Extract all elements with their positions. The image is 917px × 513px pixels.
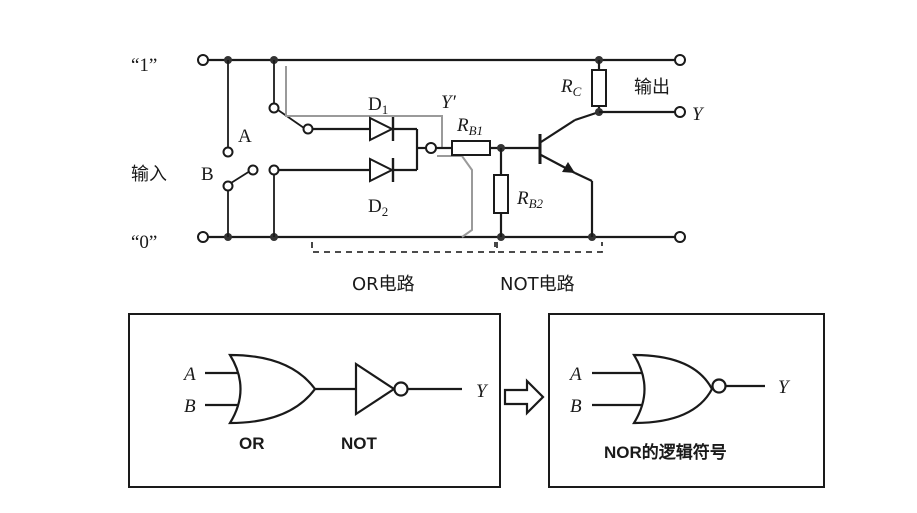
- resistor-rc-label: RC: [560, 76, 582, 99]
- y-prime-label: Y′: [441, 92, 457, 113]
- nor-caption: NOR的逻辑符号: [604, 442, 727, 462]
- right-output-y-label: Y: [778, 377, 791, 398]
- double-arrow-right-icon: [503, 378, 545, 416]
- diode-d2-label: D2: [368, 196, 388, 219]
- or-circuit-label: OR电路: [352, 274, 415, 295]
- nor-symbol-box: A B Y NOR的逻辑符号: [548, 313, 825, 488]
- low-rail-label: “0”: [131, 232, 157, 253]
- not-gate-label: NOT: [341, 434, 378, 453]
- or-gate-symbol: [228, 353, 317, 425]
- diode-d1: [369, 116, 395, 142]
- or-circuit-bracket: [311, 242, 496, 253]
- current-path-lower: [437, 155, 473, 238]
- output-y-label: Y: [692, 104, 705, 125]
- left-input-a-label: A: [182, 364, 196, 385]
- resistor-rb1-label: RB1: [456, 115, 483, 138]
- high-rail-label: “1”: [131, 55, 157, 76]
- resistor-rb2-label: RB2: [516, 188, 544, 211]
- left-input-b-label: B: [184, 396, 196, 417]
- nor-bubble: [711, 378, 727, 394]
- diode-d2: [369, 157, 395, 183]
- resistor-rb1: [451, 140, 491, 156]
- vcc-terminal: [674, 54, 686, 66]
- circuit-schematic: A B 输入 “1” “0” D1: [131, 54, 705, 295]
- output-terminal: [674, 106, 686, 118]
- not-bubble: [393, 381, 409, 397]
- y-prime-node: [425, 142, 437, 154]
- left-box-frame: [128, 313, 501, 488]
- not-circuit-label: NOT电路: [500, 274, 575, 295]
- transistor-npn: [538, 110, 600, 237]
- or-not-equivalent-box: A B Y OR NOT: [128, 313, 501, 488]
- not-circuit-bracket: [496, 242, 603, 253]
- resistor-rc: [591, 69, 607, 107]
- high-rail-terminal: [197, 54, 209, 66]
- switch-a: [222, 60, 314, 158]
- switch-a-label: A: [238, 126, 252, 147]
- diode-d1-label: D1: [368, 94, 388, 117]
- switch-b: [222, 164, 280, 237]
- ground-terminal: [674, 231, 686, 243]
- right-box-frame: [548, 313, 825, 488]
- not-gate-symbol: [354, 361, 397, 417]
- right-input-a-label: A: [568, 364, 582, 385]
- right-input-b-label: B: [570, 396, 582, 417]
- left-output-y-label: Y: [476, 381, 489, 402]
- output-label: 输出: [634, 77, 670, 98]
- low-rail-terminal: [197, 231, 209, 243]
- input-label: 输入: [131, 164, 167, 185]
- nor-gate-symbol: [632, 353, 714, 425]
- resistor-rb2: [493, 174, 509, 214]
- current-path-upper: [285, 66, 443, 148]
- switch-b-label: B: [201, 164, 214, 185]
- or-gate-label: OR: [239, 434, 265, 453]
